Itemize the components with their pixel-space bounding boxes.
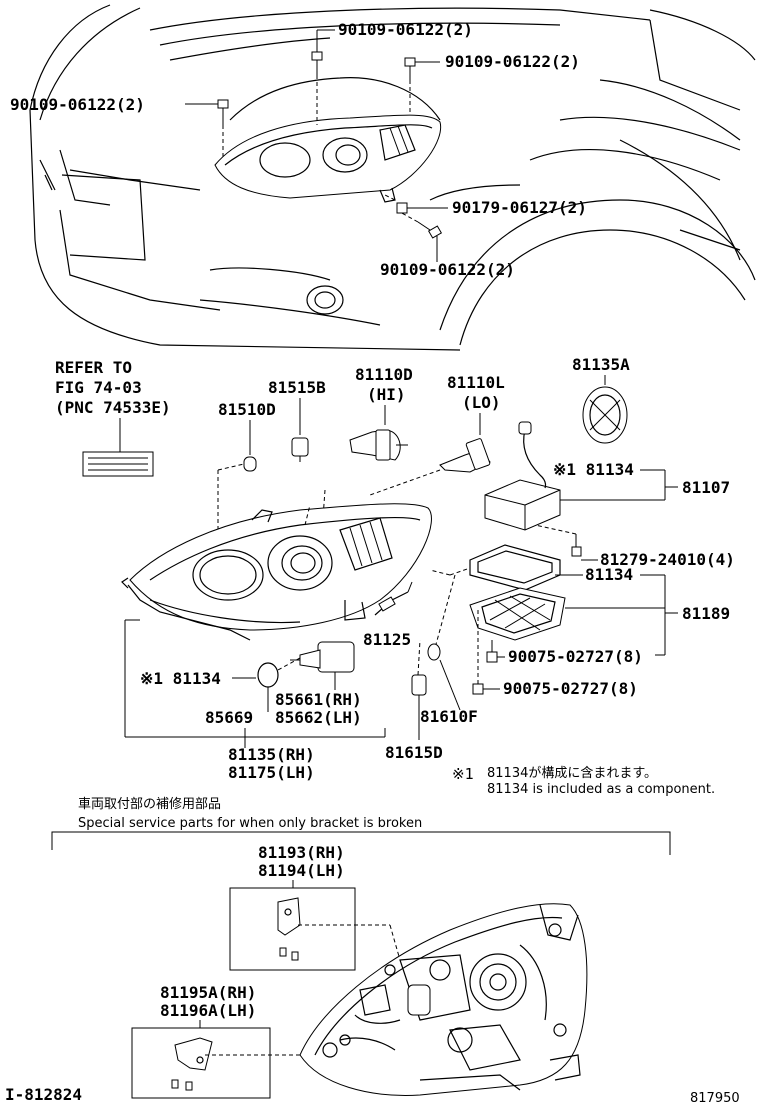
label-bolt-top2: 90109-06122(2) [445,52,580,71]
ballast-icon [484,421,561,531]
label-nut-right: 90179-06127(2) [452,198,587,217]
bulb-icon [243,456,257,472]
screw-icon [571,534,582,557]
label-81196A: 81196A(LH) [160,1001,256,1020]
section-title-jp: 車両取付部の補修用部品 [78,797,221,812]
lower-bracket-icon [171,1037,213,1091]
label-90075-b: 90075-02727(8) [503,679,638,698]
socket-icon [291,437,309,462]
bolt-icon [311,45,323,125]
label-81135: 81135(RH) [228,745,315,764]
label-refer-2: FIG 74-03 [55,378,142,397]
headlamp-rear-drawing [299,903,588,1096]
label-81107: 81107 [682,478,730,497]
bolt-icon [399,211,443,239]
note-jp: 81134が構成に含まれます。 [487,765,657,781]
bulb-socket-icon [290,641,355,673]
bracket-box-upper [229,887,356,971]
side-marker-socket-icon [411,674,427,705]
hi-bulb-icon [349,429,408,461]
label-81515B: 81515B [268,378,326,397]
lo-bulb-icon [439,438,491,473]
warning-label-icon [82,451,154,477]
gasket-icon [469,544,561,591]
label-81110D: 81110D [355,365,413,384]
upper-bracket-icon [277,897,301,961]
label-81193: 81193(RH) [258,843,345,862]
label-81135A: 81135A [572,355,630,374]
screw-icon [472,683,484,695]
label-81125: 81125 [363,630,411,649]
socket-cover-icon [582,386,628,444]
label-85662: 85662(LH) [275,708,362,727]
label-81110L-sub: (LO) [462,393,501,412]
note-en: 81134 is included as a component. [487,782,715,797]
label-81110L: 81110L [447,373,505,392]
reference-number: 817950 [690,1091,740,1106]
label-81134-b: 81134 [585,565,633,584]
label-81510D: 81510D [218,400,276,419]
label-85661: 85661(RH) [275,690,362,709]
nut-icon [384,194,408,214]
label-refer-1: REFER TO [55,358,132,377]
label-81134-star: ※1 81134 [553,460,634,479]
label-81194: 81194(LH) [258,861,345,880]
car-front-drawing [29,4,756,351]
note-star-mark: ※1 [452,765,474,783]
label-bolt-top1: 90109-06122(2) [338,20,473,39]
headlamp-assembly-drawing [121,503,432,641]
screw-icon [486,640,498,663]
bracket-box-lower [131,1027,271,1099]
section-frame [51,831,671,855]
label-refer-3: (PNC 74533E) [55,398,171,417]
label-85669: 85669 [205,708,253,727]
label-bolt-right: 90109-06122(2) [380,260,515,279]
side-marker-bulb-icon [427,643,441,661]
section-title-en: Special service parts for when only brac… [78,816,422,831]
label-bolt-left: 90109-06122(2) [10,95,145,114]
label-81610F: 81610F [420,707,478,726]
bolt-icon [404,57,416,115]
label-81279: 81279-24010(4) [600,550,735,569]
figure-id: I-812824 [5,1085,82,1104]
label-81189: 81189 [682,604,730,623]
o-ring-icon [257,662,279,688]
leveling-actuator-icon [374,581,413,616]
label-81195A: 81195A(RH) [160,983,256,1002]
label-81615D: 81615D [385,743,443,762]
label-81110D-sub: (HI) [367,385,406,404]
bolt-icon [217,99,229,160]
label-81175: 81175(LH) [228,763,315,782]
cover-icon [469,587,566,641]
label-81134-left: ※1 81134 [140,669,221,688]
label-90075-a: 90075-02727(8) [508,647,643,666]
